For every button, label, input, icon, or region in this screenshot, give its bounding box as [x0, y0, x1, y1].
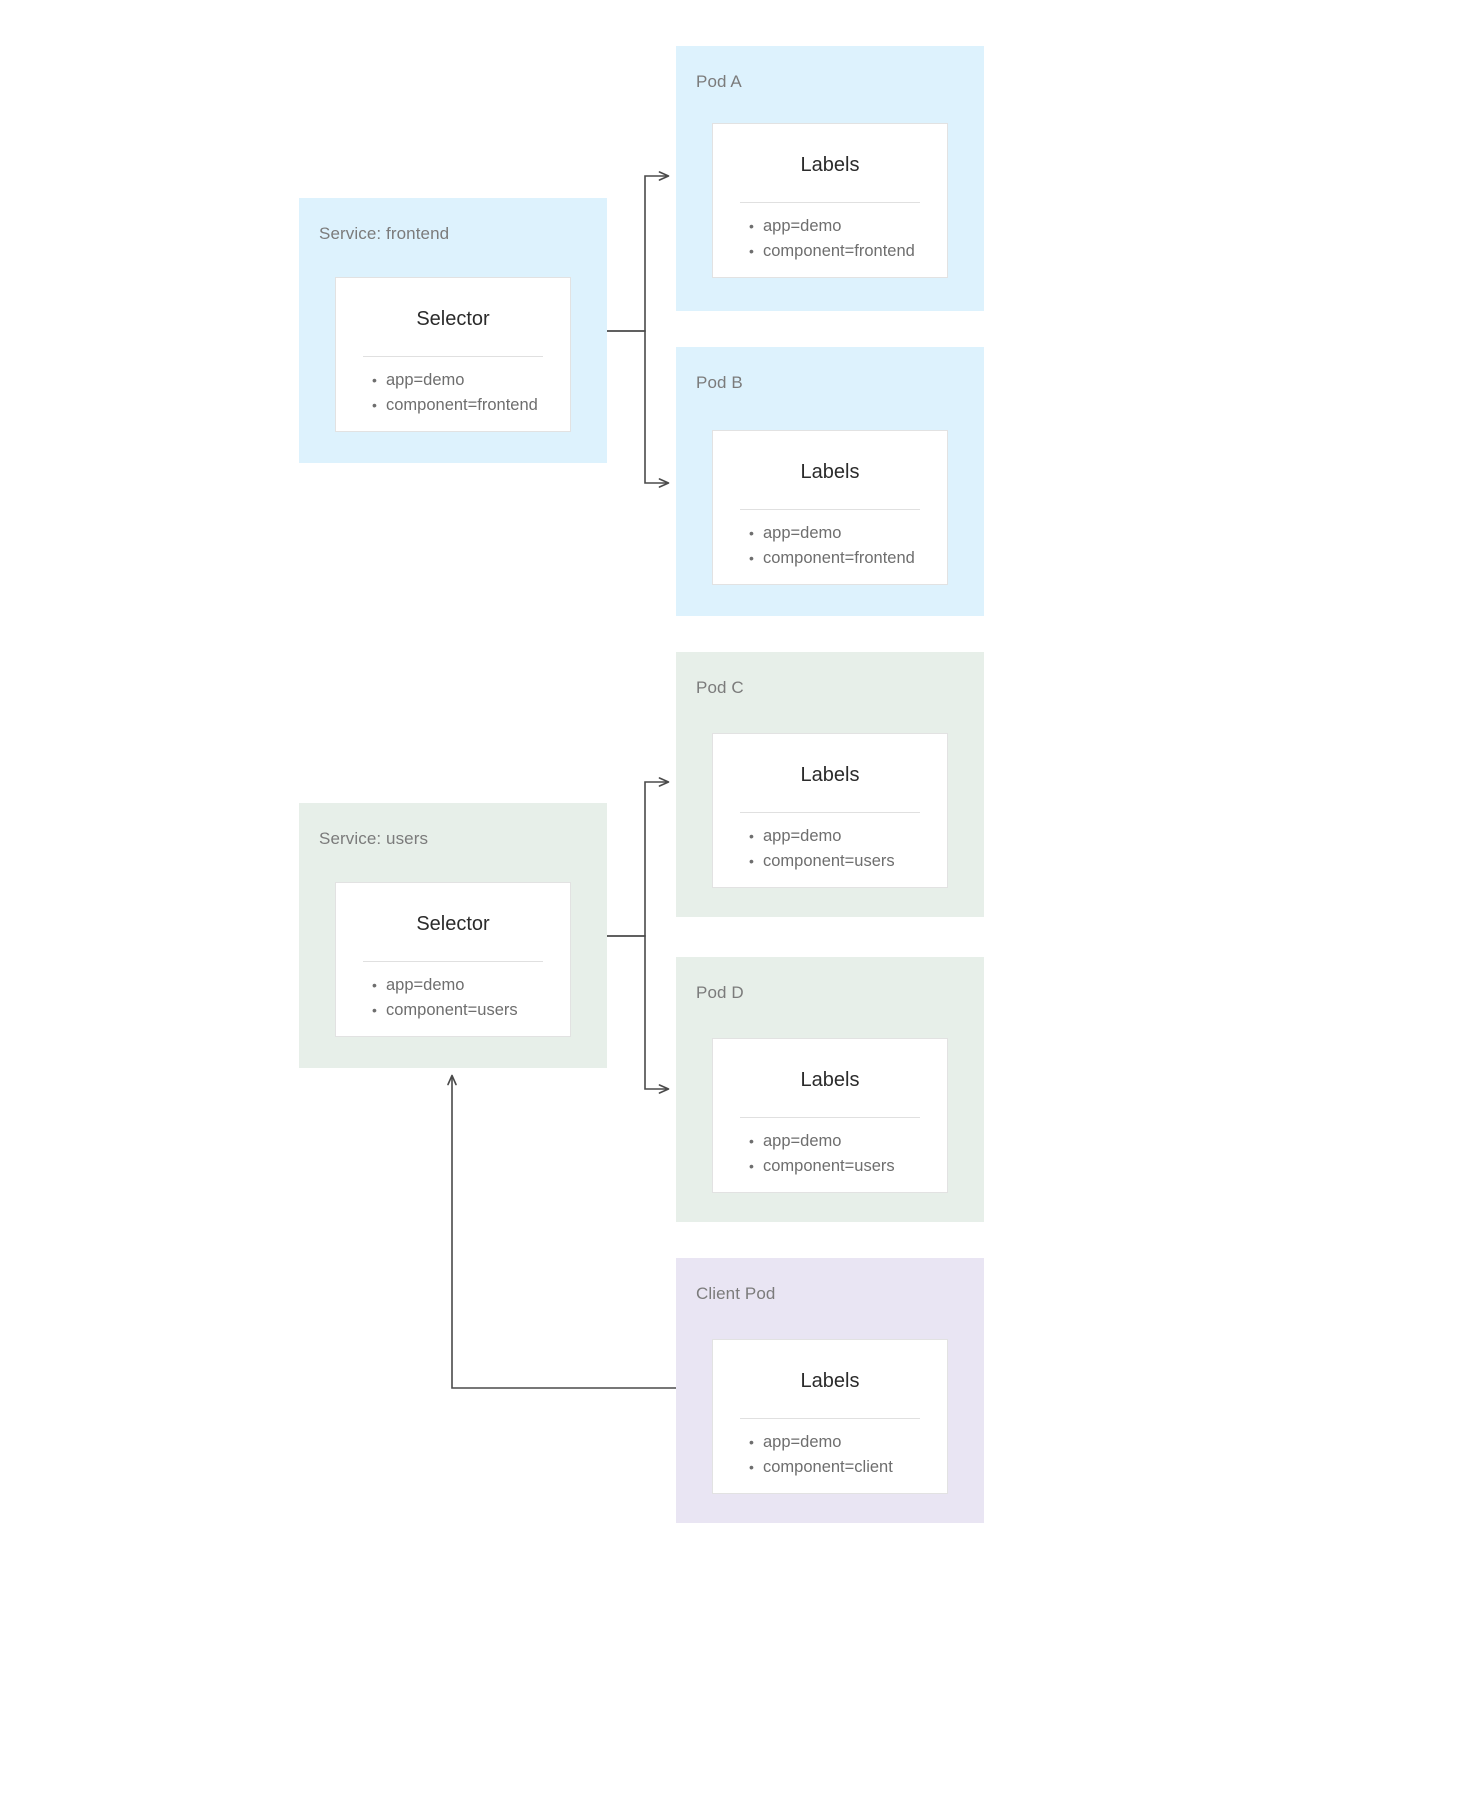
list-item: app=demo — [372, 973, 556, 998]
list-item: component=users — [749, 849, 933, 874]
card-divider-pod-a — [740, 202, 920, 203]
group-title-pod-c: Pod C — [696, 678, 744, 697]
selector-card-users[interactable]: Selector app=demo component=users — [335, 882, 571, 1037]
group-title-client-pod: Client Pod — [696, 1284, 776, 1303]
card-divider-pod-d — [740, 1117, 920, 1118]
list-item: app=demo — [749, 1129, 933, 1154]
list-item: component=users — [372, 998, 556, 1023]
selector-list-users: app=demo component=users — [366, 973, 556, 1023]
labels-card-pod-a[interactable]: Labels app=demo component=frontend — [712, 123, 948, 278]
labels-list-pod-c: app=demo component=users — [743, 824, 933, 874]
selector-card-frontend[interactable]: Selector app=demo component=frontend — [335, 277, 571, 432]
pod-group-client-pod[interactable]: Client Pod Labels app=demo component=cli… — [676, 1258, 984, 1523]
list-item: app=demo — [749, 824, 933, 849]
list-item: component=frontend — [749, 239, 933, 264]
selector-list-frontend: app=demo component=frontend — [366, 368, 556, 418]
pod-group-pod-b[interactable]: Pod B Labels app=demo component=frontend — [676, 347, 984, 616]
card-divider-selector-frontend — [363, 356, 543, 357]
labels-list-client-pod: app=demo component=client — [743, 1430, 933, 1480]
pod-group-pod-c[interactable]: Pod C Labels app=demo component=users — [676, 652, 984, 917]
group-title-service-frontend: Service: frontend — [319, 224, 450, 243]
list-item: app=demo — [749, 214, 933, 239]
connector-frontend-to-pod-a — [607, 171, 670, 332]
service-group-users[interactable]: Service: users Selector app=demo compone… — [299, 803, 607, 1068]
pod-group-pod-d[interactable]: Pod D Labels app=demo component=users — [676, 957, 984, 1222]
connector-client-pod-to-users-service — [447, 1074, 676, 1389]
labels-card-pod-c[interactable]: Labels app=demo component=users — [712, 733, 948, 888]
list-item: app=demo — [372, 368, 556, 393]
labels-card-pod-b[interactable]: Labels app=demo component=frontend — [712, 430, 948, 585]
card-divider-selector-users — [363, 961, 543, 962]
labels-card-pod-d[interactable]: Labels app=demo component=users — [712, 1038, 948, 1193]
labels-card-client-pod[interactable]: Labels app=demo component=client — [712, 1339, 948, 1494]
card-title-pod-d: Labels — [800, 1069, 860, 1091]
list-item: component=client — [749, 1455, 933, 1480]
list-item: component=frontend — [372, 393, 556, 418]
list-item: app=demo — [749, 521, 933, 546]
card-title-pod-a: Labels — [800, 154, 860, 176]
card-title-pod-b: Labels — [800, 461, 860, 483]
card-title-selector-frontend: Selector — [416, 308, 490, 330]
labels-list-pod-a: app=demo component=frontend — [743, 214, 933, 264]
card-divider-pod-b — [740, 509, 920, 510]
card-title-client-pod: Labels — [800, 1370, 860, 1392]
group-title-pod-a: Pod A — [696, 72, 742, 91]
card-divider-client-pod — [740, 1418, 920, 1419]
pod-group-pod-a[interactable]: Pod A Labels app=demo component=frontend — [676, 46, 984, 311]
group-title-service-users: Service: users — [319, 829, 429, 848]
service-group-frontend[interactable]: Service: frontend Selector app=demo comp… — [299, 198, 607, 463]
list-item: app=demo — [749, 1430, 933, 1455]
labels-list-pod-d: app=demo component=users — [743, 1129, 933, 1179]
labels-list-pod-b: app=demo component=frontend — [743, 521, 933, 571]
connector-users-to-pod-d — [607, 935, 670, 1094]
card-title-selector-users: Selector — [416, 913, 490, 935]
list-item: component=users — [749, 1154, 933, 1179]
card-divider-pod-c — [740, 812, 920, 813]
list-item: component=frontend — [749, 546, 933, 571]
group-title-pod-d: Pod D — [696, 983, 744, 1002]
connector-users-to-pod-c — [607, 777, 670, 937]
connector-frontend-to-pod-b — [607, 330, 670, 488]
group-title-pod-b: Pod B — [696, 373, 743, 392]
card-title-pod-c: Labels — [800, 764, 860, 786]
